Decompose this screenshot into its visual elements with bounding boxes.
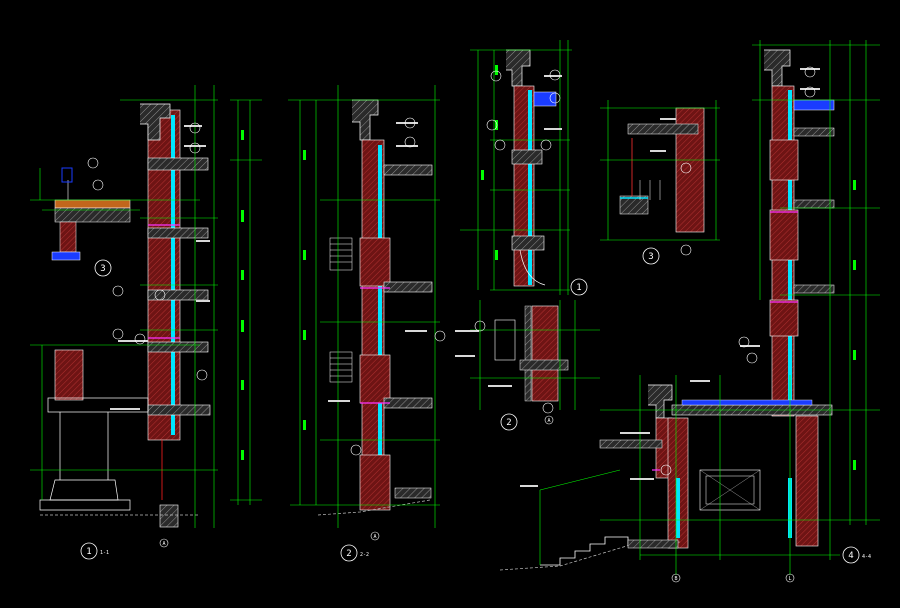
floor-slab-5 xyxy=(147,404,211,416)
svg-text:1: 1 xyxy=(576,283,581,293)
detail-mark-3-middle: 3 xyxy=(642,247,660,265)
section-1-dimensions xyxy=(30,85,262,528)
section-middle-3-detail xyxy=(619,107,705,233)
section-middle-2-dimensions xyxy=(470,300,600,410)
axis-mark-section-1: A xyxy=(159,538,169,548)
floor-slab-3 xyxy=(147,289,209,301)
detail-mark-2: 2 2-2 xyxy=(340,544,369,562)
axis-mark-right-1: B xyxy=(671,573,681,583)
section-2-wall-detail xyxy=(317,99,433,516)
svg-text:2: 2 xyxy=(506,418,511,428)
detail-callouts: 1 1-1 2 2-2 3 1 2 3 4 4-4 xyxy=(80,247,871,564)
svg-text:2-2: 2-2 xyxy=(360,552,369,558)
detail-mark-1: 1 1-1 xyxy=(80,542,109,560)
section-callout-bubbles xyxy=(87,66,816,476)
floor-slab-2 xyxy=(147,227,209,239)
svg-text:1-1: 1-1 xyxy=(100,550,109,556)
axis-mark-middle: A xyxy=(544,415,554,425)
section-middle-1-detail xyxy=(506,49,557,287)
svg-text:4-4: 4-4 xyxy=(862,554,871,560)
glass-strip xyxy=(171,115,175,435)
floor-slab-1 xyxy=(147,157,209,171)
svg-text:L: L xyxy=(788,576,791,582)
svg-text:1: 1 xyxy=(86,547,91,557)
dimension-annotation-ticks xyxy=(241,65,856,470)
section-2-dimensions xyxy=(288,85,440,528)
svg-text:3: 3 xyxy=(648,252,653,262)
section-4-wall-detail xyxy=(499,49,835,571)
section-middle-1-dimensions xyxy=(460,40,572,295)
detail-mark-2-middle: 2 xyxy=(500,413,518,431)
section-4-dimensions xyxy=(600,40,880,575)
entry-stair xyxy=(540,536,660,566)
svg-text:A: A xyxy=(162,541,165,547)
detail-mark-4: 4 4-4 xyxy=(842,546,871,564)
floor-slab-4 xyxy=(147,341,209,353)
svg-text:A: A xyxy=(547,418,550,424)
section-middle-2-detail xyxy=(494,305,569,402)
axis-mark-section-2: A xyxy=(370,531,380,541)
axis-marks: A A A B L xyxy=(159,415,795,583)
svg-text:4: 4 xyxy=(848,551,853,561)
section-middle-3-dimensions xyxy=(600,100,720,241)
svg-text:A: A xyxy=(373,534,376,540)
svg-text:B: B xyxy=(674,576,677,582)
detail-mark-3-left: 3 xyxy=(94,259,112,277)
note-text-blocks xyxy=(110,68,820,487)
svg-text:2: 2 xyxy=(346,549,351,559)
axis-mark-right-2: L xyxy=(785,573,795,583)
cornice-outline xyxy=(140,103,171,141)
detail-mark-1-middle: 1 xyxy=(570,278,588,296)
pilaster xyxy=(54,349,84,401)
svg-text:3: 3 xyxy=(100,264,105,274)
section-1-wall-detail xyxy=(39,103,211,528)
